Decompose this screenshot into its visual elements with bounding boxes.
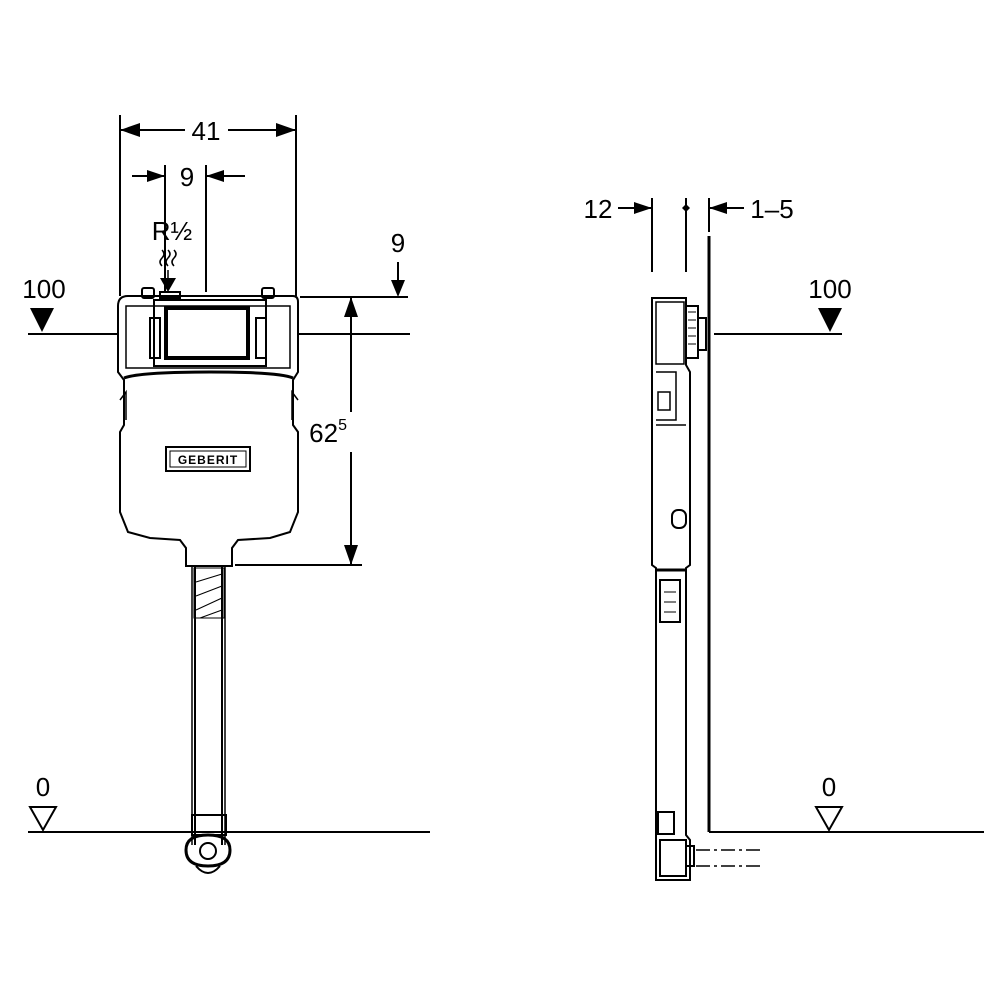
front-level-floor-label: 0 [36, 772, 50, 802]
side-floor-level-marker [709, 806, 984, 833]
inlet-offset-label: 9 [180, 162, 194, 192]
flush-pipe [184, 566, 232, 874]
level-100-marker [28, 308, 410, 335]
height-dimension-label: 625 [309, 417, 347, 448]
side-view: 12 1–5 100 0 [584, 194, 984, 881]
cistern-side-profile [651, 297, 762, 881]
top-offset-label: 9 [391, 228, 405, 258]
width-dimension-label: 41 [192, 116, 221, 146]
top-offset-dimension [300, 262, 408, 298]
floor-level-marker [28, 806, 430, 833]
depth-dimension-label: 12 [584, 194, 613, 224]
brand-logo: GEBERIT [178, 453, 238, 467]
wall-gap-label: 1–5 [750, 194, 793, 224]
height-dimension [235, 297, 362, 566]
wall-gap-dimension [708, 198, 744, 232]
cistern-front-body [117, 287, 299, 567]
side-level-floor-label: 0 [822, 772, 836, 802]
side-level-100-marker [714, 308, 842, 335]
inlet-thread-label: R½ [152, 216, 192, 246]
width-dimension [119, 115, 297, 296]
inlet-offset-dimension [132, 165, 245, 292]
front-view: 41 9 R½ 9 [22, 115, 430, 874]
front-level-top-label: 100 [22, 274, 65, 304]
water-inlet-icon [159, 249, 177, 292]
side-level-top-label: 100 [808, 274, 851, 304]
depth-dimension [618, 198, 690, 272]
